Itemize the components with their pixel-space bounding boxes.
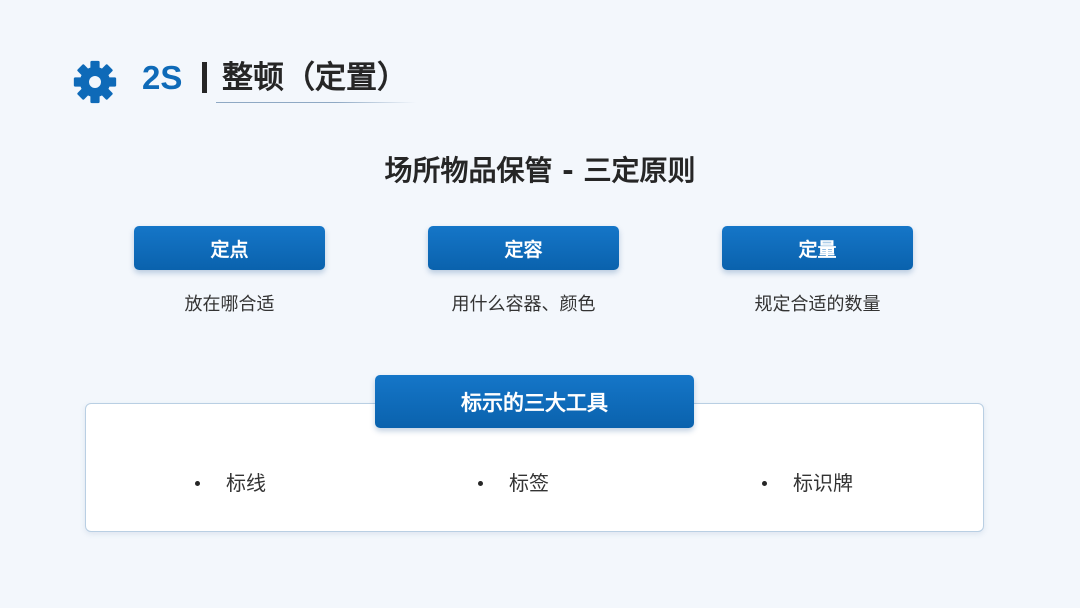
gear-icon (73, 60, 117, 104)
principle-quantity-description: 规定合适的数量 (754, 294, 881, 315)
tools-title-button[interactable]: 标示的三大工具 (375, 375, 694, 428)
section-title: 整顿（定置） (222, 60, 408, 96)
principle-container-description: 用什么容器、颜色 (451, 294, 596, 315)
principle-container: 定容 用什么容器、颜色 (428, 226, 619, 318)
page-title: 场所物品保管 - 三定原则 (384, 154, 696, 187)
tool-item-label: 标线 (226, 471, 266, 495)
principle-location-button[interactable]: 定点 (134, 226, 325, 270)
principle-location: 定点 放在哪合适 (134, 226, 325, 318)
principle-container-button[interactable]: 定容 (428, 226, 619, 270)
principle-location-description: 放在哪合适 (184, 294, 275, 315)
tool-item-label: 标识牌 (793, 471, 853, 495)
section-header: 2S 整顿（定置） (72, 56, 417, 104)
header-underline (216, 102, 416, 103)
section-code: 2S (142, 59, 183, 96)
tool-item-labels: 标签 (478, 468, 549, 498)
tool-item-signs: 标识牌 (762, 468, 853, 498)
tool-item-label: 标签 (509, 471, 549, 495)
tool-item-lines: 标线 (195, 468, 266, 498)
principle-quantity-button[interactable]: 定量 (722, 226, 913, 270)
bullet-icon (195, 480, 200, 486)
header-divider (202, 62, 207, 93)
bullet-icon (478, 480, 483, 486)
principle-quantity: 定量 规定合适的数量 (722, 226, 913, 318)
bullet-icon (762, 480, 767, 486)
